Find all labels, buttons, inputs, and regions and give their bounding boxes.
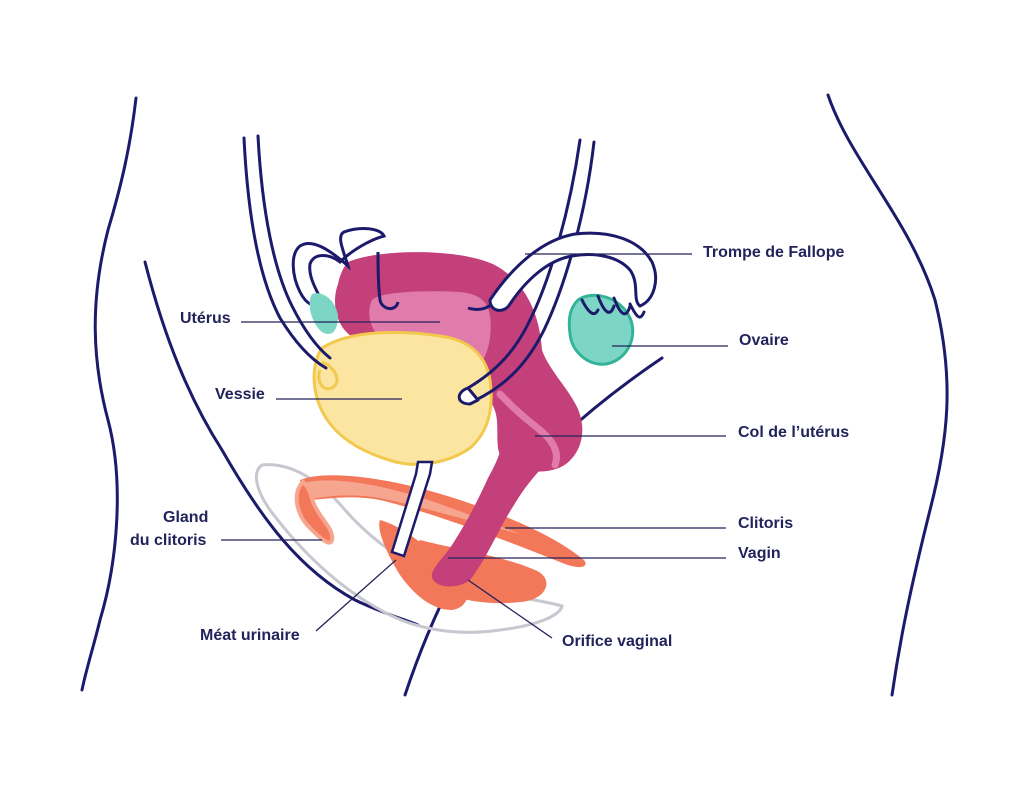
label-vagina: Vagin: [738, 545, 781, 562]
label-urinary-meatus: Méat urinaire: [200, 627, 300, 644]
label-cervix: Col de l’utérus: [738, 424, 849, 441]
label-ovary: Ovaire: [739, 332, 789, 349]
bladder: [312, 330, 493, 466]
ureters: [242, 134, 596, 406]
leader-vaginal-opening: [467, 579, 553, 639]
bladder-group: [312, 330, 493, 466]
right-body-contour: [826, 93, 949, 697]
cervical-canal: [496, 390, 560, 469]
label-glans-line2: du clitoris: [130, 532, 207, 549]
label-bladder: Vessie: [215, 386, 265, 403]
clitoral-body-light: [300, 480, 520, 534]
body-outline: [80, 93, 949, 697]
urethra: [390, 460, 434, 558]
right-ovary-fimbriae: [580, 294, 646, 319]
right-ureter-outer: [466, 138, 582, 390]
label-uterus: Utérus: [180, 310, 231, 327]
right-ureter-inner: [474, 140, 596, 402]
left-ovary: [309, 293, 338, 335]
urethra-tube: [390, 460, 434, 558]
label-glans-line1: Gland: [163, 509, 208, 526]
label-clitoris: Clitoris: [738, 515, 793, 532]
leader-urinary-meatus: [315, 559, 397, 632]
leader-lines: [221, 253, 728, 639]
labels: Trompe de Fallope Utérus Ovaire Vessie C…: [130, 244, 849, 650]
label-fallopian-tube: Trompe de Fallope: [703, 244, 844, 261]
fallopian-tubes: [291, 227, 657, 312]
bladder-apex-loop: [317, 360, 339, 391]
label-vaginal-opening: Orifice vaginal: [562, 633, 672, 650]
ovaries: [309, 293, 646, 366]
left-ureter-outer: [242, 136, 328, 370]
clitoris-glans: [294, 479, 335, 545]
clitoral-crus: [300, 475, 586, 568]
left-ureter-inner: [256, 134, 332, 360]
left-fallopian-tube: [291, 227, 387, 308]
right-ureter-end: [457, 386, 480, 406]
uterus-cavity-line-left: [376, 251, 400, 310]
inner-thigh-contour: [143, 260, 420, 627]
vulva-outline: [254, 463, 564, 634]
right-fallopian-tube: [488, 231, 657, 312]
left-body-contour: [80, 96, 138, 692]
